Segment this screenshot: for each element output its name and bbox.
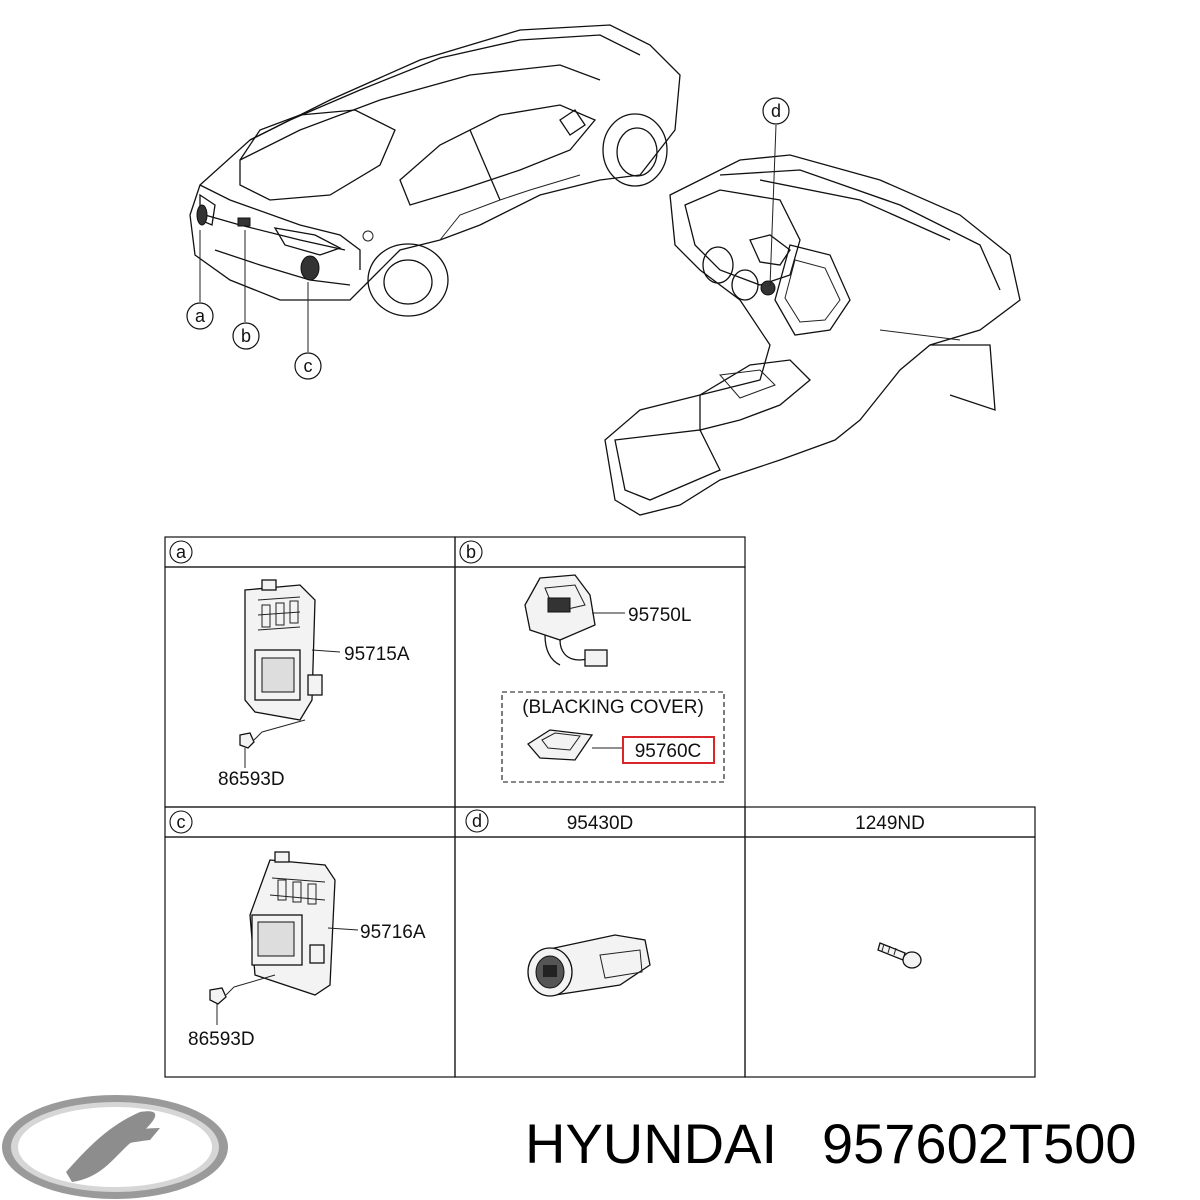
part-label-86593d-c: 86593D — [188, 1029, 255, 1050]
camera-bracket-icon — [244, 579, 323, 721]
panel-d: d 95430D — [465, 809, 651, 997]
svg-text:b: b — [466, 542, 476, 562]
screw-icon — [239, 731, 263, 749]
svg-text:c: c — [177, 812, 186, 832]
blacking-cover-icon — [527, 729, 594, 761]
callout-b: b — [232, 322, 260, 350]
part-label-95430d: 95430D — [567, 813, 634, 834]
svg-text:d: d — [771, 101, 781, 121]
svg-text:b: b — [241, 326, 251, 346]
part-label-95716a: 95716A — [360, 922, 426, 943]
panel-e: 1249ND — [855, 813, 925, 969]
callout-d: d — [762, 97, 790, 125]
svg-text:a: a — [195, 306, 206, 326]
svg-text:c: c — [304, 356, 313, 376]
panel-a-tag: a — [169, 540, 193, 564]
brand-name: HYUNDAI — [525, 1112, 777, 1175]
panel-b-tag: b — [459, 540, 483, 564]
part-label-95750l: 95750L — [628, 605, 691, 626]
dashboard-view: d — [604, 97, 1021, 516]
part-number: 957602T500 — [822, 1112, 1137, 1175]
switch-icon — [527, 934, 651, 997]
svg-text:a: a — [176, 542, 187, 562]
callout-c: c — [294, 352, 322, 380]
svg-text:d: d — [472, 811, 482, 831]
panel-a: a 95715A 86593D — [169, 540, 410, 790]
highlight-box — [622, 736, 715, 764]
part-label-95715a: 95715A — [344, 644, 410, 665]
blacking-cover-label: (BLACKING COVER) — [522, 697, 704, 718]
hyundai-logo-icon — [2, 1095, 228, 1199]
panel-c: c 95716A 86593D — [169, 810, 426, 1050]
car-rear-view: a b c — [186, 24, 681, 380]
panel-d-tag: d — [465, 809, 489, 833]
callout-a: a — [186, 302, 214, 330]
camera-bracket-icon — [249, 851, 336, 996]
screw-icon — [209, 986, 235, 1005]
part-label-95760c: 95760C — [635, 741, 702, 762]
panel-b: b 95750L (BLACKING COVER) 95760C — [459, 540, 725, 783]
bolt-icon — [877, 942, 922, 969]
part-label-1249nd: 1249ND — [855, 813, 925, 834]
part-label-86593d-a: 86593D — [218, 769, 285, 790]
trunk-camera-unit-icon — [524, 574, 608, 667]
parts-table: a 95715A 86593D — [164, 536, 1036, 1078]
panel-c-tag: c — [169, 810, 193, 834]
